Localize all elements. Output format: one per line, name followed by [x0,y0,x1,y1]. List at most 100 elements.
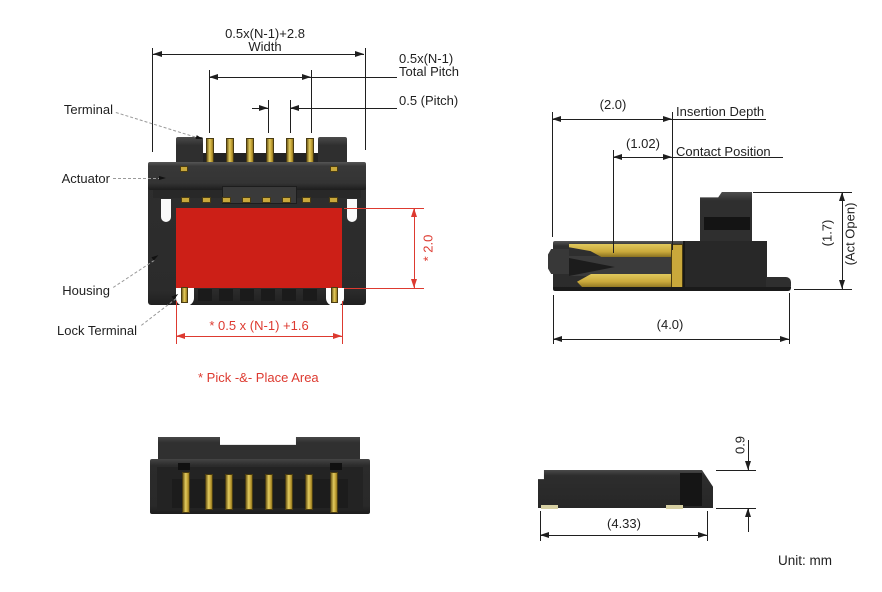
side-body-right [683,241,767,291]
arrowhead [153,50,162,57]
lock-tab [180,166,188,172]
dim-contact-value: (1.02) [626,136,660,151]
dim-total-pitch-label: Total Pitch [399,64,459,79]
extension-line [176,301,177,344]
dimension-line [552,119,766,120]
arrowhead [663,153,672,160]
solder-foot [666,505,683,509]
terminal-tail [262,197,271,203]
housing-teeth [219,289,233,301]
arrowhead [259,104,268,111]
lock-terminal-pin [331,287,338,303]
dim-width-label: Width [248,39,282,54]
side-bottom-edge [553,287,791,291]
arrowhead [780,335,789,342]
housing-teeth [198,289,212,301]
arrowhead [613,153,622,160]
arrowhead [410,208,417,217]
arrowhead [838,280,845,289]
arrowhead [410,279,417,288]
bottom-terminal-pin [305,474,313,510]
arrowhead [698,531,707,538]
dim-insertion-value: (2.0) [599,97,627,112]
extension-line [707,511,708,541]
lock-terminal-pin [181,287,188,303]
side-actuator-groove [704,217,750,230]
extension-line [613,150,614,253]
dimension-line [290,108,397,109]
lower-contact [577,274,677,288]
label-housing: Housing [62,283,110,298]
side-left-lip [548,249,569,274]
label-actuator: Actuator [61,171,110,186]
extension-line [789,293,790,344]
extension-line [311,70,312,133]
terminal-tail [222,197,231,203]
arrowhead [290,104,299,111]
arrowhead [209,73,218,80]
unit-note: Unit: mm [778,553,832,568]
terminal-tail [282,197,291,203]
actuator-center-tab [222,186,297,204]
dimension-line [414,208,415,288]
dim-height-label: (Act Open) [842,202,858,266]
extension-line [753,192,852,193]
bottom-terminal-pin [205,474,213,510]
contact-join [671,244,683,288]
arrowhead [838,192,845,201]
lock-tab [330,166,338,172]
bottom-terminal-pin [265,474,273,510]
label-lock-terminal: Lock Terminal [57,323,137,338]
dimension-line [540,535,707,536]
arrowhead [663,115,672,122]
pick-place-area [176,208,342,288]
extension-line [672,112,673,250]
housing-teeth [303,289,317,301]
dim-pick-place-width: * 0.5 x (N-1) +1.6 [209,318,309,333]
dim-insertion-label: Insertion Depth [676,104,765,119]
arrowhead [355,50,364,57]
upper-contact [569,244,677,257]
terminal-tail [242,197,251,203]
leader-line [115,112,201,139]
dim-contact-label: Contact Position [676,144,771,159]
bottom-lock-pin [330,472,338,513]
arrowhead [333,332,342,339]
terminal-tail [302,197,311,203]
dim-pick-place-height: * 2.0 [420,234,436,262]
dimension-line [553,339,789,340]
actuator-ear [318,137,347,165]
housing-slot [347,199,357,222]
leader-line [113,178,161,179]
bottom-terminal-pin [285,474,293,510]
arrowhead [176,332,185,339]
bottom-terminal-pin [225,474,233,510]
bottom-side-end-block [680,473,702,506]
extension-line [365,48,366,150]
dim-pitch: 0.5 (Pitch) [399,93,459,108]
bottom-lock-pin [182,472,190,513]
extension-line [152,48,153,152]
bottom-hole [330,463,342,470]
extension-line [540,511,541,541]
arrowhead [553,335,562,342]
extension-line [344,288,424,289]
dim-width-formula: 0.5x(N-1)+2.8 [225,26,305,41]
solder-foot [541,505,558,509]
extension-line [344,208,424,209]
extension-line [342,301,343,344]
housing-teeth [261,289,275,301]
extension-line [268,100,269,133]
cable-slot [569,256,677,276]
arrowhead [302,73,311,80]
dimension-line [842,192,843,289]
extension-line [716,508,756,509]
actuator-ear [176,137,203,165]
dimension-line [748,440,749,470]
dimension-line [613,157,783,158]
arrowhead [540,531,549,538]
dim-total-pitch-formula: 0.5x(N-1) [399,51,454,66]
note-pick-place: * Pick -&- Place Area [198,370,319,385]
extension-line [552,112,553,237]
